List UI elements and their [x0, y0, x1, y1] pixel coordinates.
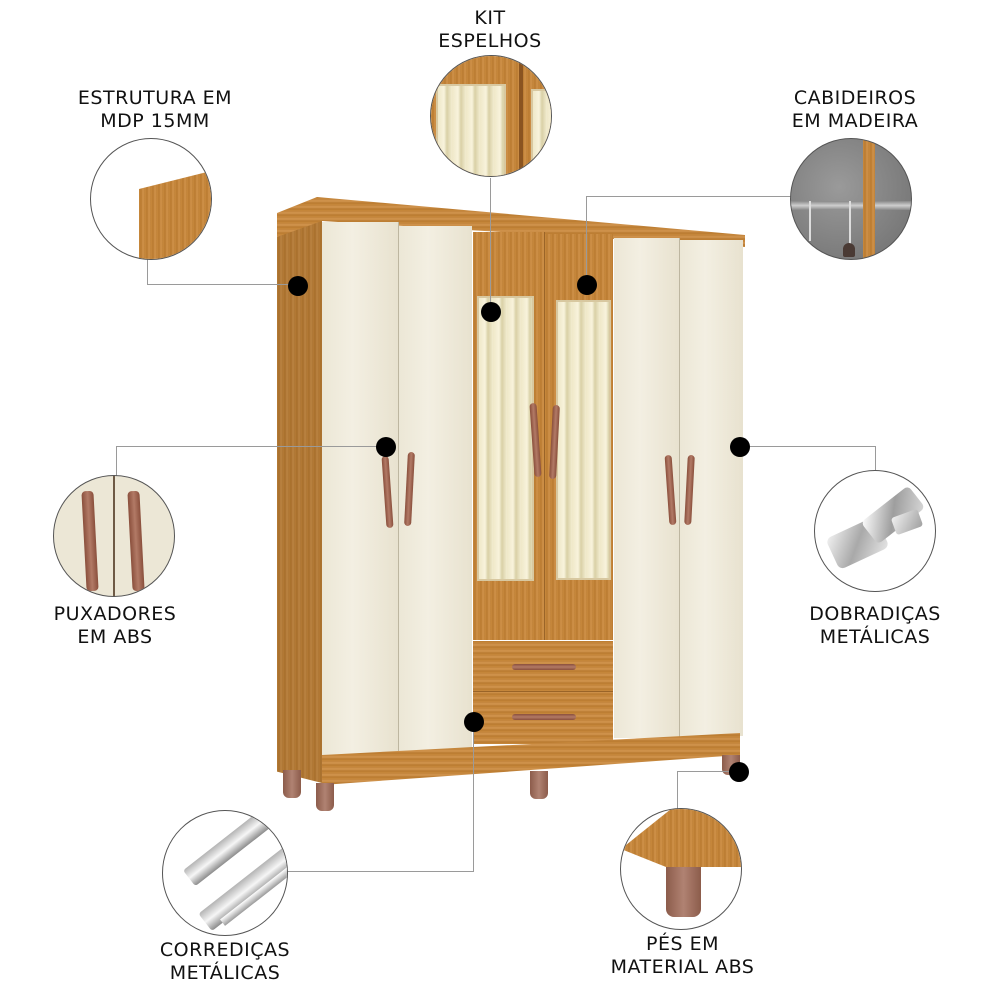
mirror-detail-icon: [430, 55, 552, 177]
marker-puxadores[interactable]: [376, 437, 396, 457]
leg: [530, 771, 548, 799]
door-handles-icon: [53, 475, 175, 597]
marker-pes[interactable]: [729, 762, 749, 782]
hanger-rod-icon: [790, 138, 912, 260]
mirror-right: [556, 300, 611, 580]
feature-label-cabideiros: CABIDEIROS EM MADEIRA: [791, 87, 919, 132]
connector-corredicas: [473, 722, 474, 872]
marker-estrutura[interactable]: [288, 276, 308, 296]
connector-cabideiros: [586, 196, 587, 284]
connector-puxadores: [116, 446, 117, 476]
drawer-handle-bottom: [512, 714, 576, 720]
connector-estrutura: [147, 284, 297, 285]
furniture-foot-icon: [620, 808, 742, 930]
feature-label-dobradicas: DOBRADIÇAS METÁLICAS: [809, 603, 941, 648]
connector-dobradicas: [875, 446, 876, 470]
drawer-slides-icon: [162, 810, 288, 936]
marker-corredicas[interactable]: [464, 712, 484, 732]
mirror-left: [477, 296, 534, 581]
feature-label-pes: PÉS EM MATERIAL ABS: [610, 933, 755, 978]
marker-cabideiros[interactable]: [577, 275, 597, 295]
connector-pes: [677, 771, 739, 772]
feature-label-espelhos: KIT ESPELHOS: [438, 7, 542, 52]
feature-label-estrutura: ESTRUTURA EM MDP 15MM: [77, 87, 233, 132]
connector-puxadores: [116, 446, 386, 447]
drawer-handle-top: [512, 664, 576, 670]
feature-label-corredicas: CORREDIÇAS METÁLICAS: [159, 939, 291, 984]
side-panel: [277, 213, 322, 783]
leg: [316, 783, 334, 811]
connector-corredicas: [286, 871, 474, 872]
connector-dobradicas: [740, 446, 875, 447]
connector-estrutura: [147, 256, 148, 285]
connector-cabideiros: [586, 196, 791, 197]
connector-pes: [677, 771, 678, 811]
leg: [283, 770, 301, 798]
connector-espelhos: [490, 178, 491, 310]
marker-espelhos[interactable]: [481, 302, 501, 322]
marker-dobradicas[interactable]: [730, 437, 750, 457]
wood-panel-edge-icon: [90, 138, 212, 260]
feature-label-puxadores: PUXADORES EM ABS: [53, 603, 177, 648]
metal-hinge-icon: [814, 470, 936, 592]
